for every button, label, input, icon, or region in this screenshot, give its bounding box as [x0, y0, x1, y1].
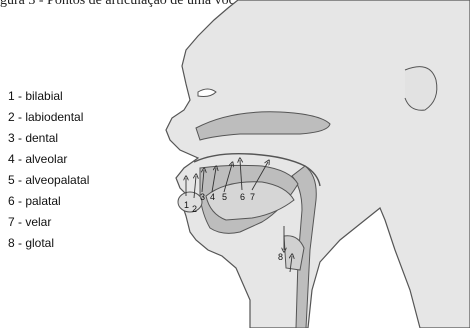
point-number-6: 6: [240, 192, 245, 202]
point-number-7: 7: [250, 192, 255, 202]
point-number-4: 4: [210, 192, 215, 202]
point-number-2: 2: [192, 204, 197, 214]
point-number-8: 8: [278, 252, 283, 262]
point-number-3: 3: [200, 192, 205, 202]
head-silhouette: [166, 0, 470, 328]
lips: [178, 192, 202, 212]
point-number-1: 1: [184, 200, 189, 210]
point-number-5: 5: [222, 192, 227, 202]
ear-shape: [405, 67, 437, 111]
